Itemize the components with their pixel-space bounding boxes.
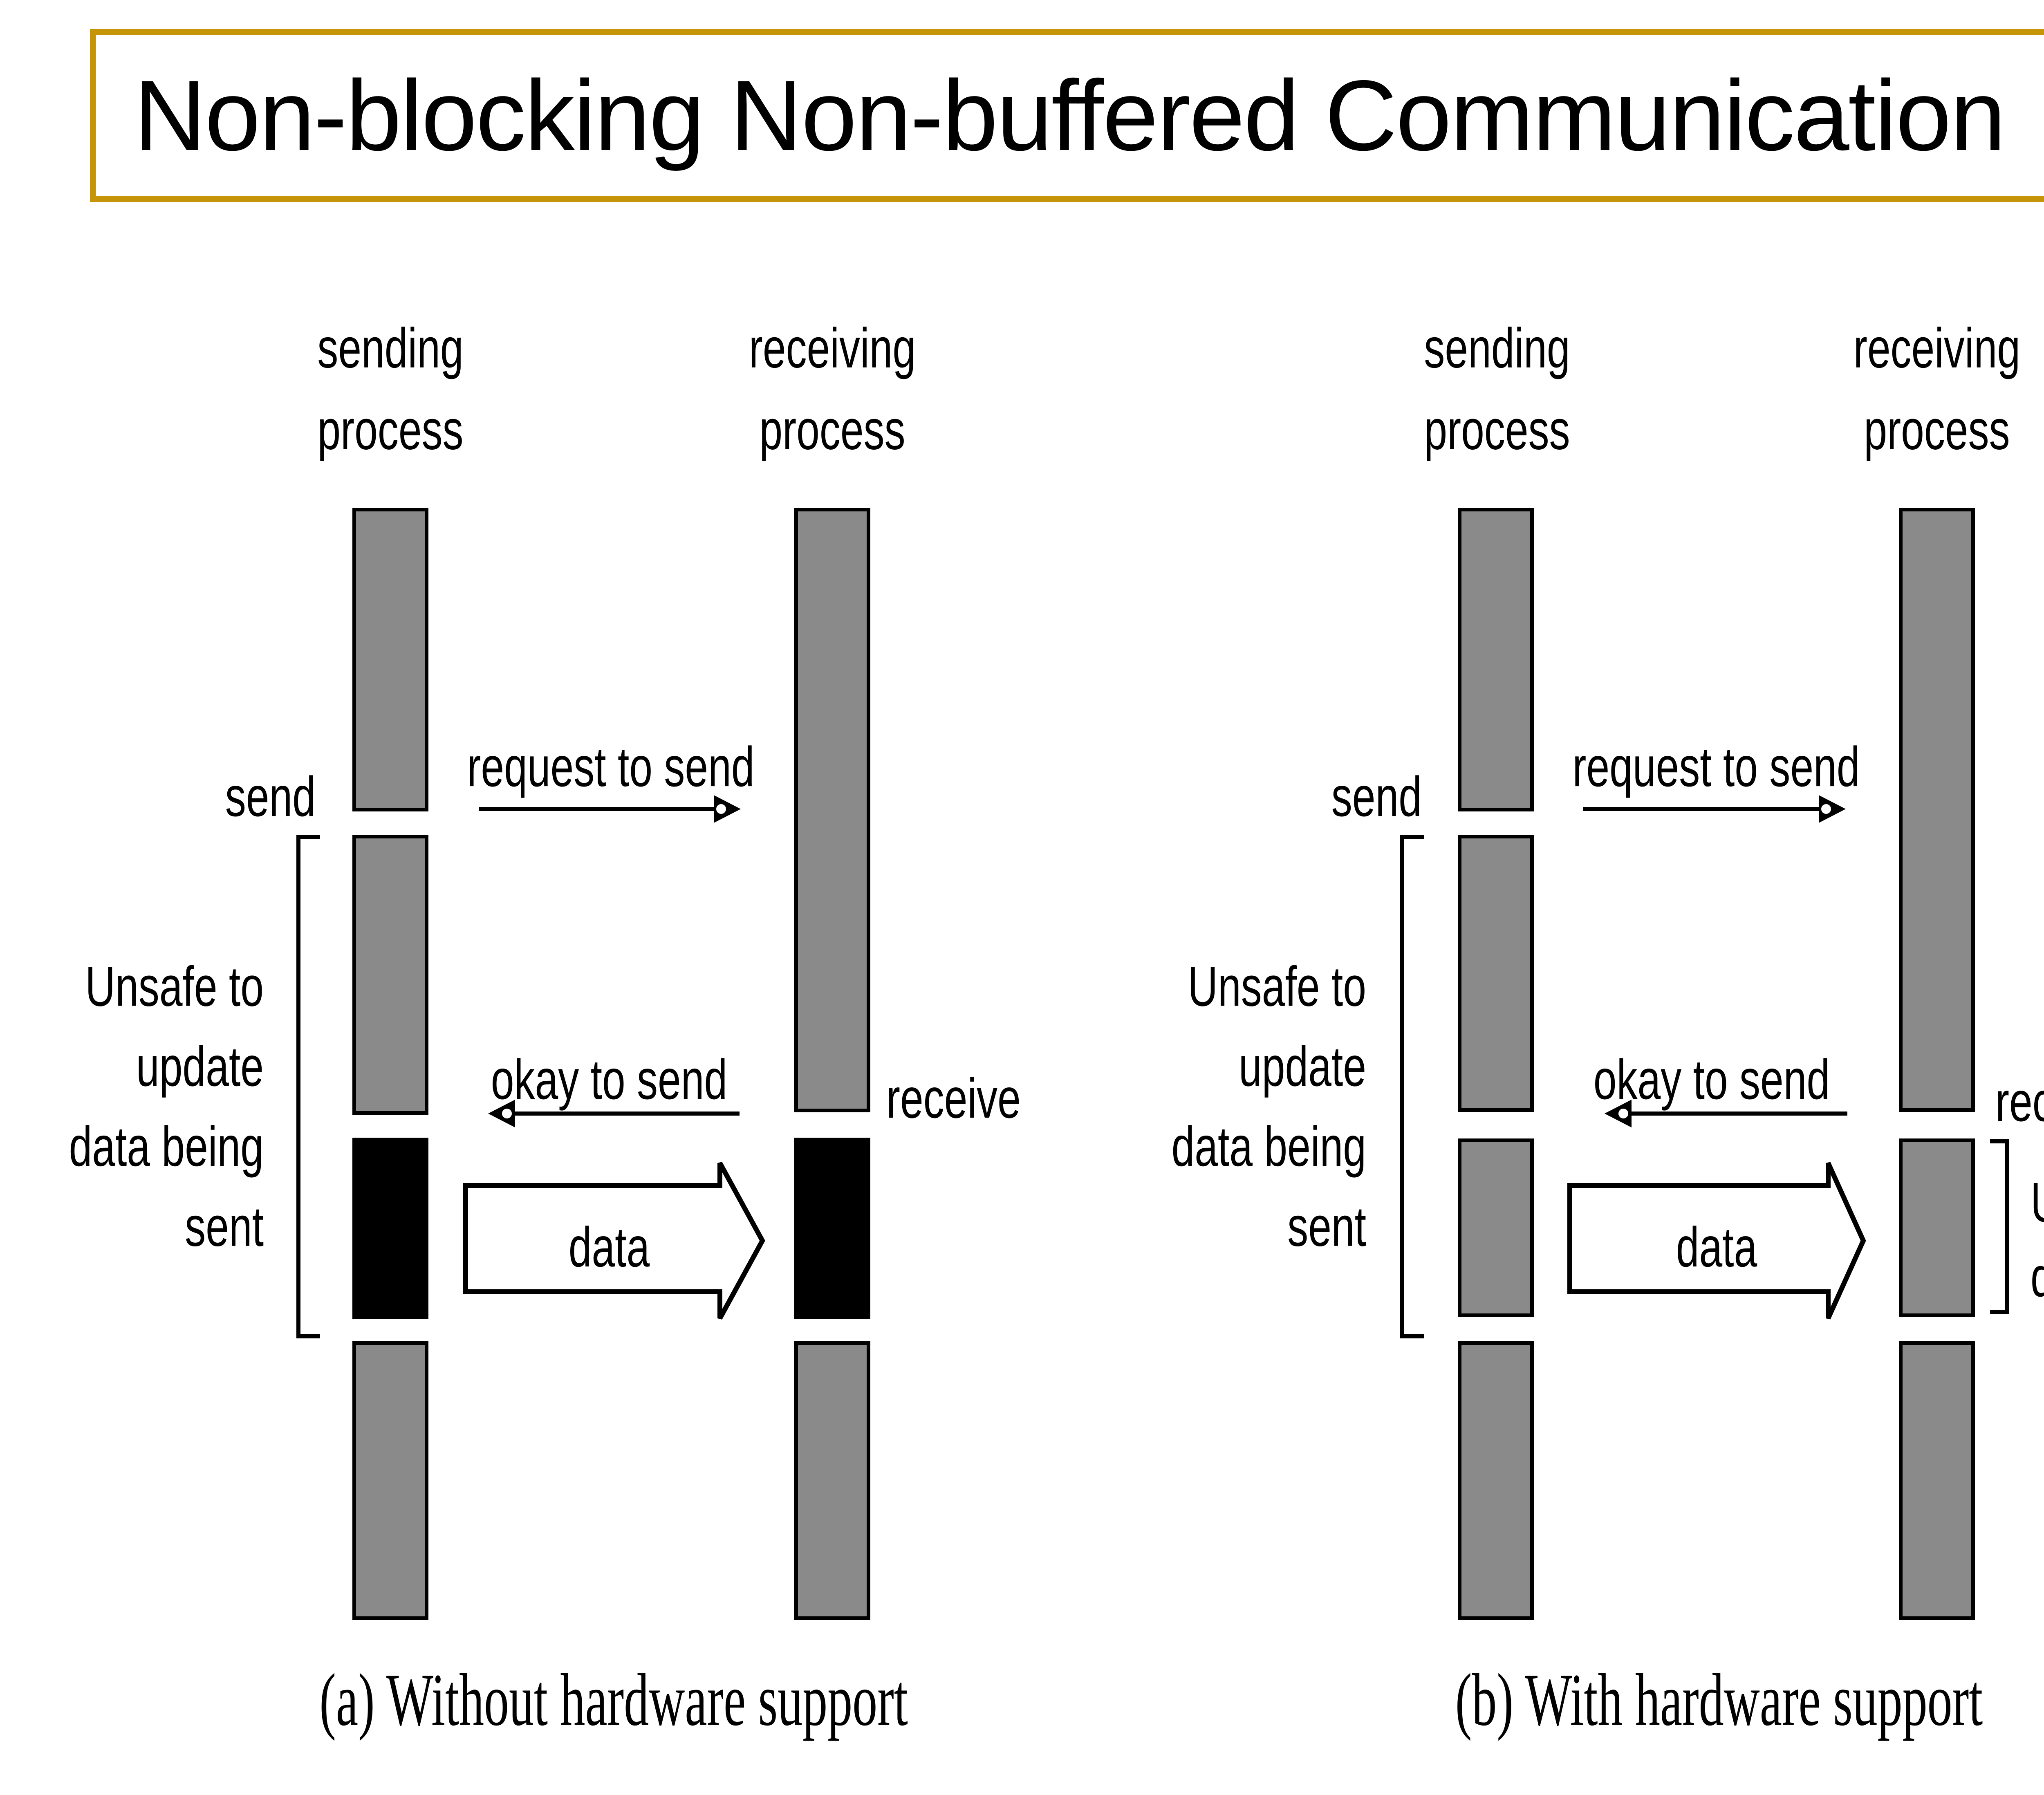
sending-bar-segment-b1 — [1458, 508, 1534, 811]
header-line: sending — [1424, 316, 1570, 380]
sending-bar-segment-b4 — [1458, 1341, 1534, 1620]
header-line: process — [1864, 398, 2010, 462]
request-to-send-label-b: request to send — [1572, 735, 1860, 798]
sending-process-header-a: sending process — [264, 308, 517, 471]
request-arrow-line-a — [479, 807, 716, 811]
sending-bar-segment-a4 — [352, 1341, 428, 1620]
unsafe-line: sent — [1287, 1194, 1366, 1258]
caption-a: (a) Without hardware support — [319, 1658, 908, 1741]
data-label-b: data — [1676, 1215, 1757, 1279]
receiving-bar-segment-b3 — [1899, 1341, 1975, 1620]
unsafe-bracket-b — [1400, 835, 1424, 1338]
receive-label-a: receive — [886, 1067, 1021, 1130]
header-line: receiving — [749, 316, 916, 380]
receiving-bar-segment-b2 — [1899, 1138, 1975, 1317]
send-label-b: send — [1331, 765, 1422, 828]
sending-bar-segment-a1 — [352, 508, 428, 811]
receive-label-b: receive — [1995, 1070, 2044, 1133]
unsafe-read-bracket-b — [1990, 1139, 2009, 1314]
sending-process-header-b: sending process — [1370, 308, 1624, 471]
unsafe-read-line: Unsafe to read — [2031, 1171, 2044, 1234]
header-line: sending — [317, 316, 464, 380]
header-line: process — [317, 398, 464, 462]
unsafe-to-update-label-b: Unsafe to update data being sent — [1172, 947, 1366, 1266]
unsafe-line: sent — [185, 1194, 264, 1258]
okay-arrow-line-b — [1629, 1112, 1847, 1116]
okay-arrowhead-dot-a — [502, 1109, 512, 1118]
request-arrowhead-dot-b — [1821, 804, 1831, 814]
okay-arrowhead-dot-b — [1618, 1109, 1628, 1118]
header-line: process — [1424, 398, 1570, 462]
okay-arrow-line-a — [513, 1112, 740, 1116]
receiving-process-header-b: receiving process — [1810, 308, 2044, 471]
data-label-a: data — [568, 1215, 650, 1279]
sending-bar-segment-b3 — [1458, 1138, 1534, 1317]
data-arrow-a — [463, 1162, 765, 1320]
request-arrow-line-b — [1583, 807, 1821, 811]
caption-b: (b) With hardware support — [1455, 1658, 1983, 1741]
unsafe-line: Unsafe to — [85, 955, 264, 1018]
unsafe-line: update — [1239, 1035, 1366, 1098]
sending-bar-segment-a2 — [352, 835, 428, 1115]
title-box: Non-blocking Non-buffered Communication — [90, 29, 2044, 202]
unsafe-line: data being — [1171, 1115, 1366, 1178]
unsafe-to-update-label-a: Unsafe to update data being sent — [69, 947, 264, 1266]
request-arrowhead-dot-a — [716, 804, 726, 814]
okay-to-send-label-b: okay to send — [1593, 1048, 1830, 1111]
sending-bar-segment-a3-active — [352, 1138, 428, 1319]
data-arrow-b — [1567, 1162, 1866, 1320]
unsafe-line: data being — [69, 1115, 264, 1178]
receiving-bar-segment-b1 — [1899, 508, 1975, 1112]
unsafe-line: update — [136, 1035, 264, 1098]
unsafe-line: Unsafe to — [1188, 955, 1366, 1018]
unsafe-read-line: data being received — [2031, 1245, 2044, 1308]
send-label-a: send — [225, 765, 316, 828]
receiving-bar-segment-a1 — [794, 508, 870, 1112]
sending-bar-segment-b2 — [1458, 835, 1534, 1112]
request-to-send-label-a: request to send — [467, 735, 755, 798]
unsafe-bracket-a — [296, 835, 320, 1338]
okay-to-send-label-a: okay to send — [491, 1048, 728, 1111]
header-line: process — [759, 398, 905, 462]
page-title: Non-blocking Non-buffered Communication — [134, 59, 2006, 171]
receiving-bar-segment-a3 — [794, 1341, 870, 1620]
receiving-bar-segment-a2-active — [794, 1138, 870, 1319]
header-line: receiving — [1853, 316, 2021, 380]
receiving-process-header-a: receiving process — [706, 308, 959, 471]
unsafe-to-read-label-b: Unsafe to read data being received — [2031, 1165, 2044, 1314]
